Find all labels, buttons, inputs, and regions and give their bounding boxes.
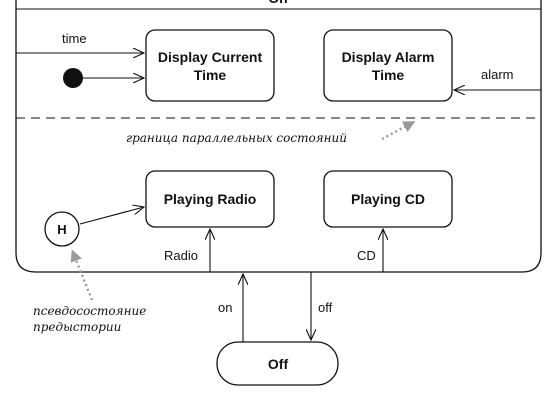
initial-pseudostate [63, 68, 83, 88]
state-display-alarm-time: Display Alarm Time [323, 29, 453, 102]
state-playing-cd: Playing CD [323, 170, 453, 228]
state-box [145, 170, 275, 228]
annotation-parallel-boundary: граница параллельных состояний [126, 131, 347, 145]
annotation-pointer-history [70, 249, 94, 301]
annotation-pseudostate-line1: псевдосостояние [33, 304, 146, 318]
history-circle [44, 211, 80, 247]
state-box [323, 170, 453, 228]
state-off: Off [216, 341, 339, 386]
state-display-current-time: Display Current Time [145, 29, 275, 102]
state-label-line1: Display Alarm [342, 49, 435, 65]
state-box [216, 341, 339, 386]
state-box [145, 29, 275, 102]
state-label: Playing CD [351, 191, 425, 207]
state-label: Off [268, 356, 289, 372]
composite-title: On [268, 0, 287, 6]
history-pseudostate: H [44, 211, 80, 247]
transition-label-off: off [318, 300, 333, 315]
state-playing-radio: Playing Radio [145, 170, 275, 228]
transition-label-on: on [218, 300, 232, 315]
state-label-line1: Display Current [158, 49, 263, 65]
transition-label-time: time [62, 31, 87, 46]
history-label: H [57, 222, 66, 237]
state-label-line2: Time [372, 67, 405, 83]
annotation-pseudostate-line2: предыстории [33, 320, 121, 334]
state-label-line2: Time [194, 67, 227, 83]
transition-history-to-radio [79, 207, 144, 225]
annotation-pointer-boundary [381, 121, 416, 141]
state-box [323, 29, 453, 102]
state-label: Playing Radio [164, 191, 257, 207]
transition-label-alarm: alarm [481, 67, 514, 82]
transition-label-cd: CD [357, 248, 376, 263]
transition-label-radio: Radio [164, 248, 198, 263]
